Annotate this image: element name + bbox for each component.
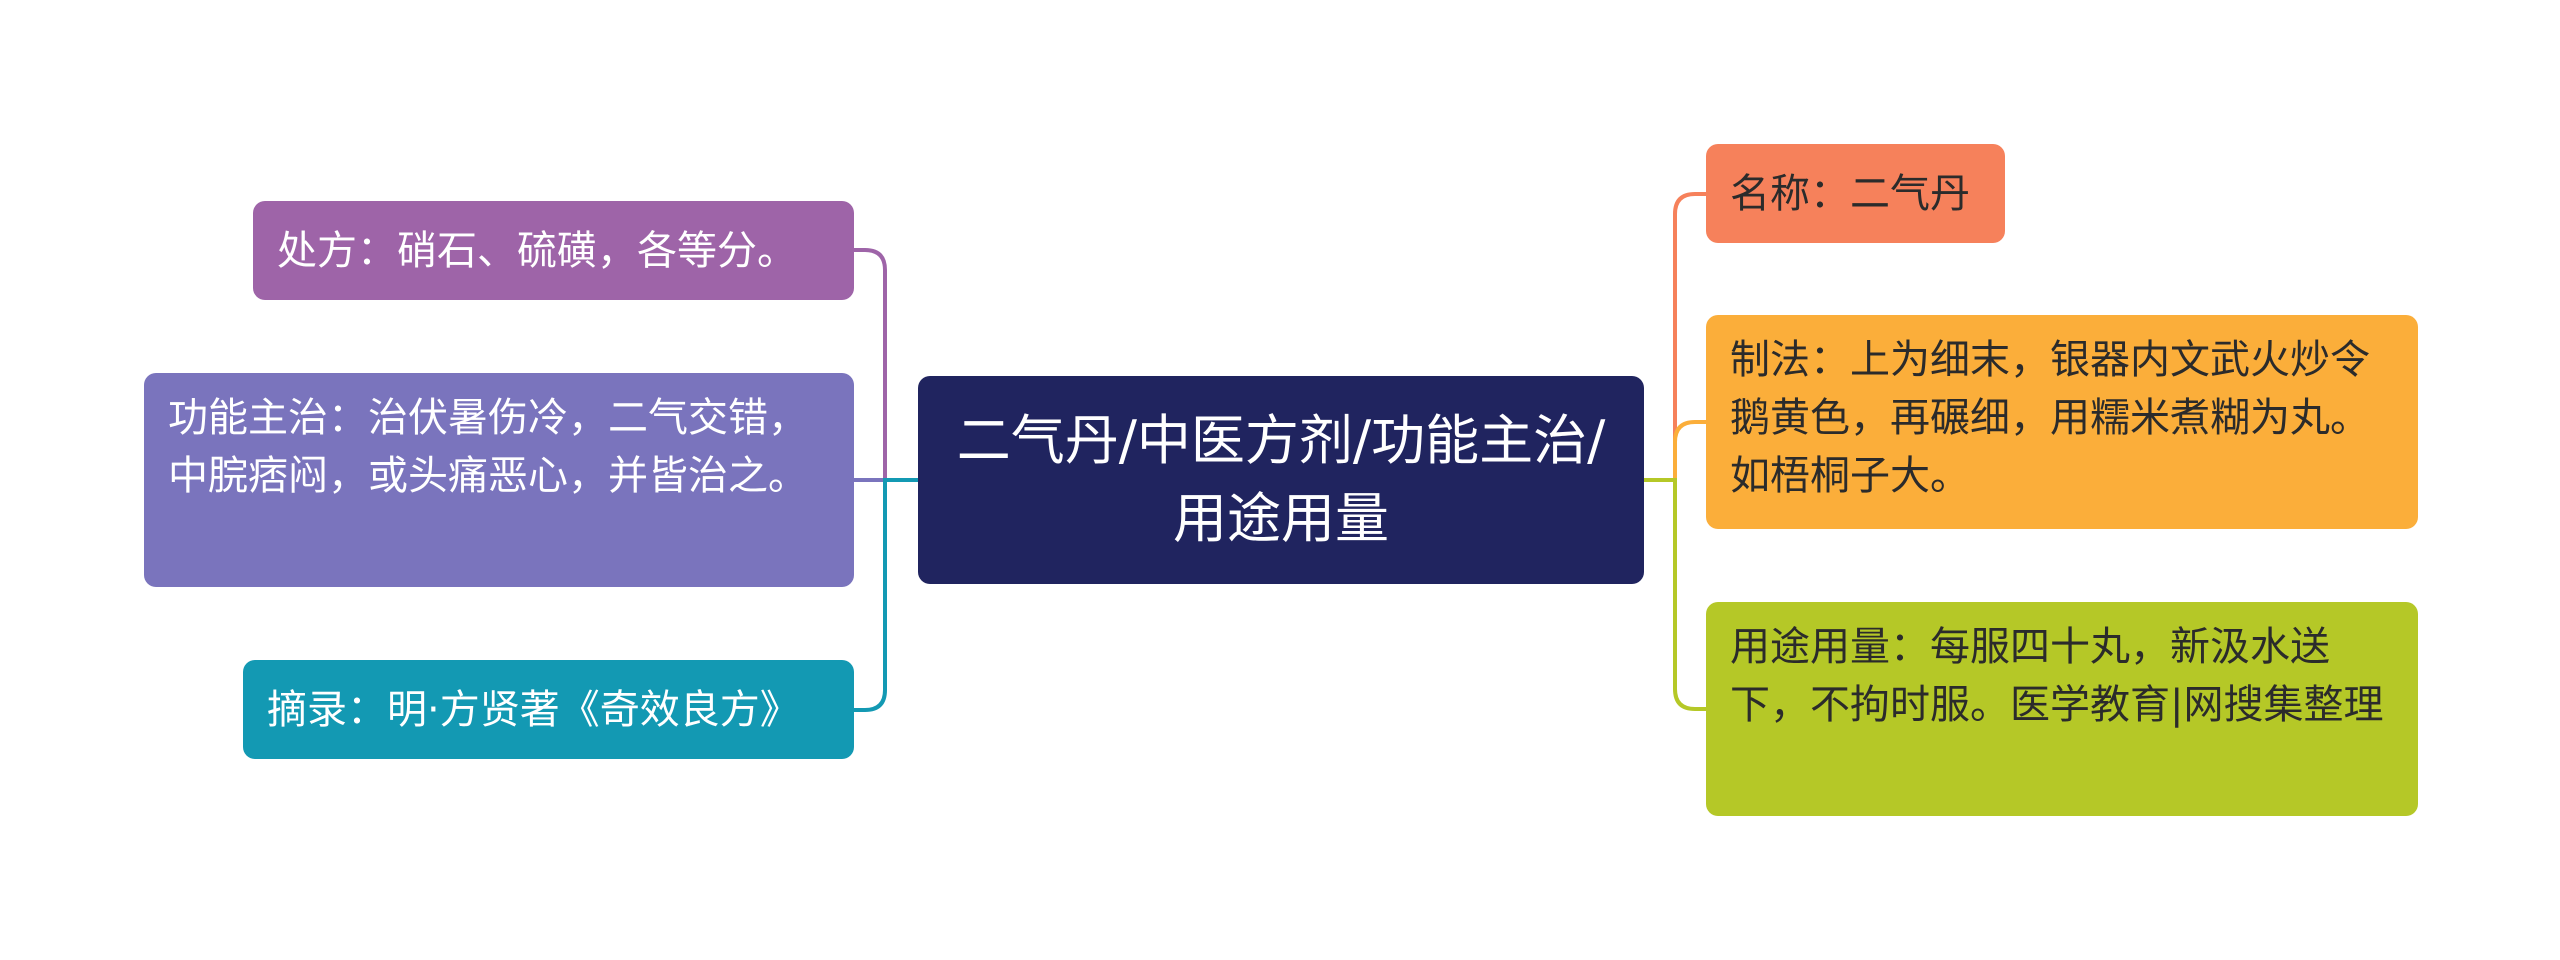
- topic-source-label: 摘录：明·方贤著《奇效良方》: [267, 686, 800, 733]
- topic-prescription-label: 处方：硝石、硫磺，各等分。: [277, 227, 797, 274]
- topic-usage-dosage-label: 用途用量：每服四十丸，新汲水送下，不拘时服。医学教育|网搜集整理: [1730, 624, 2384, 728]
- central-topic-label: 二气丹/中医方剂/功能主治/用途用量: [956, 409, 1606, 550]
- topic-name[interactable]: 名称：二气丹: [1706, 144, 2005, 243]
- topic-indications[interactable]: 功能主治：治伏暑伤冷，二气交错，中脘痞闷，或头痛恶心，并皆治之。: [144, 373, 854, 587]
- topic-indications-label: 功能主治：治伏暑伤冷，二气交错，中脘痞闷，或头痛恶心，并皆治之。: [168, 395, 808, 499]
- connector-right-1: [1644, 192, 1706, 482]
- topic-usage-dosage[interactable]: 用途用量：每服四十丸，新汲水送下，不拘时服。医学教育|网搜集整理: [1706, 602, 2418, 816]
- topic-source[interactable]: 摘录：明·方贤著《奇效良方》: [243, 660, 854, 759]
- topic-preparation[interactable]: 制法：上为细末，银器内文武火炒令鹅黄色，再碾细，用糯米煮糊为丸。如梧桐子大。: [1706, 315, 2418, 529]
- topic-preparation-label: 制法：上为细末，银器内文武火炒令鹅黄色，再碾细，用糯米煮糊为丸。如梧桐子大。: [1730, 337, 2370, 499]
- central-topic[interactable]: 二气丹/中医方剂/功能主治/用途用量: [918, 376, 1644, 584]
- connector-right-2: [1644, 420, 1706, 482]
- connector-right-3: [1644, 478, 1706, 711]
- connector-left-1: [854, 248, 918, 482]
- connector-left-3: [854, 478, 918, 712]
- topic-prescription[interactable]: 处方：硝石、硫磺，各等分。: [253, 201, 854, 300]
- topic-name-label: 名称：二气丹: [1730, 170, 1970, 217]
